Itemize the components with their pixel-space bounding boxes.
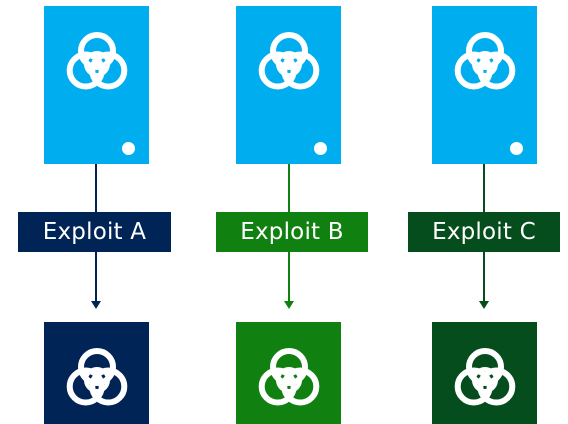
status-dot — [122, 142, 135, 155]
exploit-a-label: Exploit A — [18, 212, 171, 252]
arrowhead-a — [91, 301, 101, 309]
connector-b — [284, 164, 294, 309]
biohazard-icon — [59, 26, 135, 106]
biohazard-icon — [447, 342, 523, 422]
target-b — [236, 322, 341, 424]
connector-a — [91, 164, 101, 309]
target-a — [44, 322, 149, 424]
target-c — [432, 322, 537, 424]
exploit-b-label: Exploit B — [216, 212, 368, 252]
biohazard-icon — [251, 26, 327, 106]
server-b — [236, 6, 341, 164]
server-a — [44, 6, 149, 164]
arrowhead-b — [284, 301, 294, 309]
server-c — [432, 6, 537, 164]
connector-c — [479, 164, 489, 309]
biohazard-icon — [251, 342, 327, 422]
biohazard-icon — [59, 342, 135, 422]
biohazard-icon — [447, 26, 523, 106]
status-dot — [314, 142, 327, 155]
arrowhead-c — [479, 301, 489, 309]
exploit-c-label: Exploit C — [408, 212, 560, 252]
status-dot — [510, 142, 523, 155]
